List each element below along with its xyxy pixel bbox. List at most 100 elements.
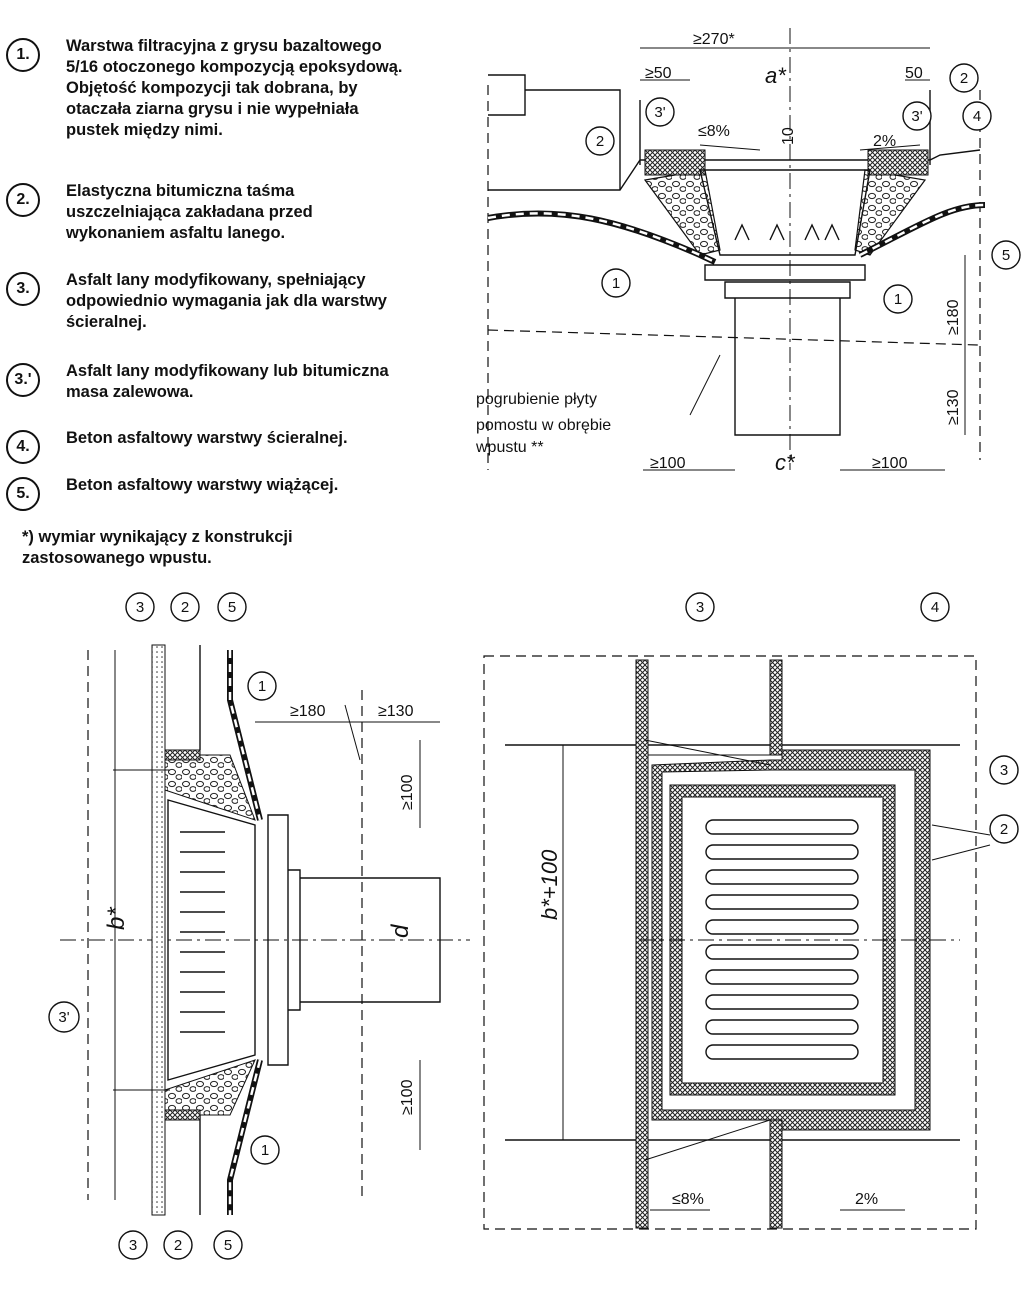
- dim-100-top: ≥100: [399, 774, 416, 810]
- dim-b100: b*+100: [537, 849, 562, 920]
- dim-100-bottom: ≥100: [399, 1079, 416, 1115]
- section-side: ≥180 ≥130 ≥100 ≥100 b* d 3 2 5 1 3' 1 3 …: [48, 592, 470, 1260]
- marker-label: 2: [596, 133, 604, 150]
- marker-label: 3': [911, 108, 922, 125]
- asphalt-left: [644, 149, 706, 176]
- slope-right: 2%: [855, 1191, 878, 1208]
- marker-label: 2: [174, 1237, 182, 1254]
- dim-180: ≥180: [945, 299, 962, 335]
- marker-3: [989, 755, 1019, 785]
- slab-line: [487, 329, 979, 346]
- marker-2: [949, 63, 979, 93]
- marker-5: [213, 1230, 243, 1260]
- dim-100-right: ≥100: [872, 455, 908, 472]
- legend-item-4: 4. Beton asfaltowy warstwy ścieralnej.: [6, 429, 466, 490]
- legend-text: Asfalt lany modyfikowany, spełniający od…: [66, 271, 387, 331]
- legend-text: Warstwa filtracyjna z grysu bazaltowego …: [66, 37, 403, 139]
- legend-number: 4.: [6, 430, 40, 464]
- marker-label: 3': [58, 1009, 69, 1026]
- membrane-left-pattern: [487, 212, 716, 264]
- surface-line: [488, 149, 981, 191]
- legend-text: Asfalt lany modyfikowany lub bitumiczna …: [66, 362, 389, 401]
- legend-number: 3.': [6, 363, 40, 397]
- grate-teeth: [180, 831, 225, 1033]
- drain-pipe: [300, 877, 441, 1003]
- gravel-left: [643, 169, 721, 256]
- marker-label: 1: [258, 678, 266, 695]
- gravel-bottom: [164, 1059, 256, 1116]
- membrane-top-pattern: [228, 650, 262, 821]
- marker-1: [601, 268, 631, 298]
- marker-label: 3: [136, 599, 144, 616]
- slope-left: ≤8%: [672, 1191, 704, 1208]
- note-line-3: wpustu **: [475, 439, 544, 456]
- legend-number: 5.: [6, 477, 40, 511]
- asphalt-strip: [151, 644, 166, 1216]
- drain-collar: [288, 869, 301, 1011]
- marker-2: [989, 814, 1019, 844]
- marker-1: [247, 671, 277, 701]
- strip-left: [635, 659, 649, 1229]
- marker-label: 2: [181, 599, 189, 616]
- marker-label: 2: [1000, 821, 1008, 838]
- section-top: ≥270* a* ≥50 50 ≤8% 2% 10 ≥180 ≥130 ≥100…: [475, 28, 1021, 475]
- marker-label: 5: [228, 599, 236, 616]
- marker-label: 5: [1002, 247, 1010, 264]
- marker-2: [170, 592, 200, 622]
- leader: [689, 354, 721, 416]
- slope-left: ≤8%: [698, 123, 730, 140]
- note-line-1: pogrubienie płyty: [476, 391, 597, 408]
- marker-label: 1: [894, 291, 902, 308]
- marker-1: [883, 284, 913, 314]
- drain-collar: [724, 281, 851, 299]
- marker-3: [118, 1230, 148, 1260]
- marker-2: [585, 126, 615, 156]
- drain-funnel: [167, 799, 256, 1081]
- legend-item-1: 1. Warstwa filtracyjna z grysu bazaltowe…: [6, 37, 466, 139]
- legend-item-3: 3. Asfalt lany modyfikowany, spełniający…: [6, 271, 466, 332]
- marker-3: [125, 592, 155, 622]
- dim-130: ≥130: [378, 703, 414, 720]
- asphalt-rings: [164, 749, 201, 1121]
- drain-flange: [267, 814, 289, 1066]
- drain-teeth: [734, 223, 840, 241]
- marker-label: 3: [1000, 762, 1008, 779]
- marker-label: 2: [960, 70, 968, 87]
- marker-3prime: [902, 101, 932, 131]
- legend-text: Beton asfaltowy warstwy ścieralnej.: [66, 429, 348, 447]
- drain-pipe: [734, 298, 841, 436]
- marker-4: [962, 101, 992, 131]
- legend-number: 2.: [6, 183, 40, 217]
- dim-50-left: ≥50: [645, 65, 672, 82]
- curb: [525, 89, 621, 190]
- dim-line: [113, 650, 170, 1200]
- dim-d: d: [387, 924, 414, 938]
- dim-10: 10: [780, 127, 797, 145]
- dim-50-right: 50: [905, 65, 923, 82]
- slope-arrows: [699, 144, 921, 151]
- membrane-right-pattern: [859, 203, 986, 257]
- dim-b: b*: [103, 907, 130, 930]
- drain-flange: [704, 264, 866, 281]
- drain-funnel: [699, 169, 871, 256]
- legend-item-3prime: 3.' Asfalt lany modyfikowany lub bitumic…: [6, 362, 466, 423]
- marker-label: 3: [696, 599, 704, 616]
- marker-label: 4: [931, 599, 939, 616]
- dim-top: ≥270*: [693, 31, 735, 48]
- gravel-top: [164, 754, 256, 821]
- marker-label: 5: [224, 1237, 232, 1254]
- dim-180: ≥180: [290, 703, 326, 720]
- leaders: [644, 739, 991, 1161]
- plan-view: b*+100 ≤8% 2% 3 4 3 2: [483, 592, 1019, 1230]
- asphalt-right: [867, 149, 929, 176]
- marker-3prime: [48, 1001, 80, 1033]
- marker-5: [217, 592, 247, 622]
- dim-100-left: ≥100: [650, 455, 686, 472]
- dim-c: c*: [775, 450, 796, 475]
- curb: [488, 74, 526, 116]
- legend-number: 3.: [6, 272, 40, 306]
- dim-a: a*: [765, 63, 787, 88]
- grate-slots: [705, 819, 859, 1060]
- marker-label: 3: [129, 1237, 137, 1254]
